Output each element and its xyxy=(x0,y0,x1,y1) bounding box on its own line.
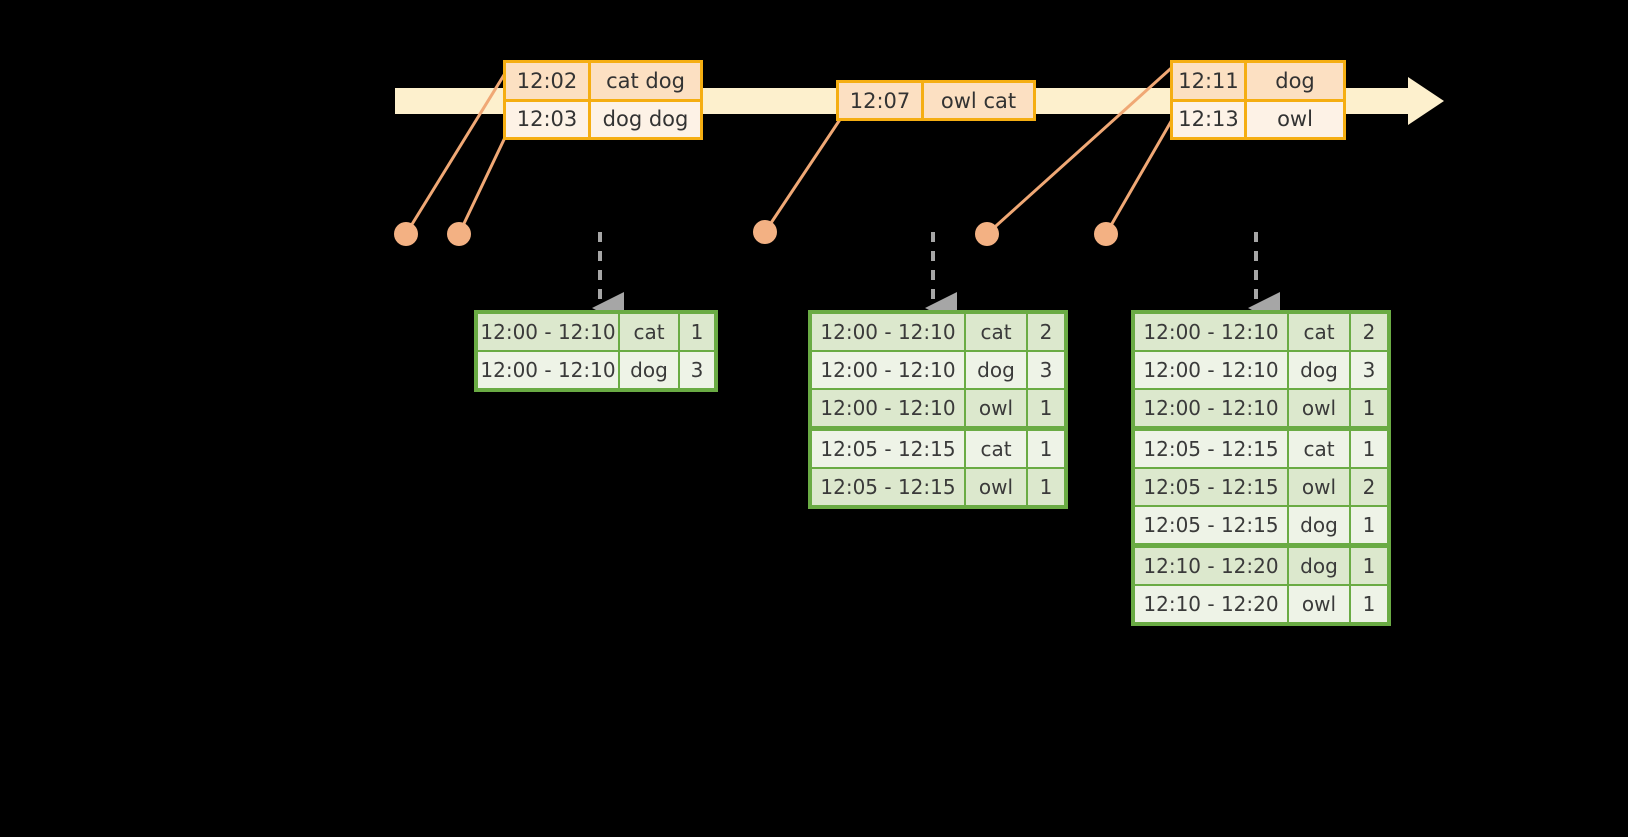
cell-count: 1 xyxy=(1351,431,1387,467)
event-words: owl cat xyxy=(940,88,1017,113)
event-box-batch-1[interactable]: 12:02 cat dog 12:03 dog dog xyxy=(503,60,703,140)
cell-word: owl xyxy=(1289,586,1349,622)
cell-word: dog xyxy=(966,352,1026,388)
cell-window: 12:00 - 12:10 xyxy=(812,352,964,388)
cell-word: owl xyxy=(1289,390,1349,426)
cell-word: owl xyxy=(966,390,1026,426)
event-row[interactable]: 12:02 cat dog xyxy=(506,63,700,99)
cell-window: 12:05 - 12:15 xyxy=(1135,469,1287,505)
cell-word: cat xyxy=(966,314,1026,350)
cell-count: 1 xyxy=(1028,431,1064,467)
cell-count: 2 xyxy=(1028,314,1064,350)
cell-word: dog xyxy=(1289,352,1349,388)
cell-word: cat xyxy=(966,431,1026,467)
cell-word: dog xyxy=(620,352,678,388)
cell-window: 12:05 - 12:15 xyxy=(1135,431,1287,467)
event-time: 12:11 xyxy=(1173,63,1247,99)
cell-count: 1 xyxy=(1351,586,1387,622)
cell-count: 2 xyxy=(1351,314,1387,350)
cell-word: dog xyxy=(1289,507,1349,543)
event-row[interactable]: 12:11 dog xyxy=(1173,63,1343,99)
cell-count: 2 xyxy=(1351,469,1387,505)
cell-window: 12:05 - 12:15 xyxy=(812,469,964,505)
event-time: 12:02 xyxy=(506,63,591,99)
cell-count: 1 xyxy=(1351,548,1387,584)
event-time: 12:13 xyxy=(1173,101,1247,137)
event-words: cat dog xyxy=(606,68,685,93)
cell-window: 12:05 - 12:15 xyxy=(812,431,964,467)
event-row[interactable]: 12:13 owl xyxy=(1173,98,1343,137)
cell-window: 12:00 - 12:10 xyxy=(1135,352,1287,388)
event-box-batch-2[interactable]: 12:07 owl cat xyxy=(836,80,1036,121)
event-row[interactable]: 12:03 dog dog xyxy=(506,98,700,137)
cell-count: 1 xyxy=(1351,390,1387,426)
cell-count: 1 xyxy=(1028,390,1064,426)
cell-window: 12:10 - 12:20 xyxy=(1135,586,1287,622)
cell-word: cat xyxy=(620,314,678,350)
event-row[interactable]: 12:07 owl cat xyxy=(839,83,1033,118)
timeline-arrowhead-icon xyxy=(1408,77,1444,125)
event-words: dog xyxy=(1275,68,1315,93)
cell-window: 12:00 - 12:10 xyxy=(478,314,618,350)
cell-count: 1 xyxy=(680,314,714,350)
cell-window: 12:10 - 12:20 xyxy=(1135,548,1287,584)
event-box-batch-3[interactable]: 12:11 dog 12:13 owl xyxy=(1170,60,1346,140)
event-time: 12:07 xyxy=(839,83,924,118)
cell-count: 3 xyxy=(680,352,714,388)
cell-word: cat xyxy=(1289,431,1349,467)
event-time: 12:03 xyxy=(506,101,591,137)
cell-count: 1 xyxy=(1351,507,1387,543)
cell-window: 12:05 - 12:15 xyxy=(1135,507,1287,543)
cell-window: 12:00 - 12:10 xyxy=(478,352,618,388)
cell-window: 12:00 - 12:10 xyxy=(812,314,964,350)
cell-count: 3 xyxy=(1028,352,1064,388)
cell-word: owl xyxy=(966,469,1026,505)
cell-count: 3 xyxy=(1351,352,1387,388)
cell-window: 12:00 - 12:10 xyxy=(1135,390,1287,426)
cell-word: dog xyxy=(1289,548,1349,584)
event-words: owl xyxy=(1277,107,1313,132)
cell-window: 12:00 - 12:10 xyxy=(1135,314,1287,350)
cell-count: 1 xyxy=(1028,469,1064,505)
cell-window: 12:00 - 12:10 xyxy=(812,390,964,426)
cell-word: owl xyxy=(1289,469,1349,505)
cell-word: cat xyxy=(1289,314,1349,350)
event-words: dog dog xyxy=(602,107,689,132)
